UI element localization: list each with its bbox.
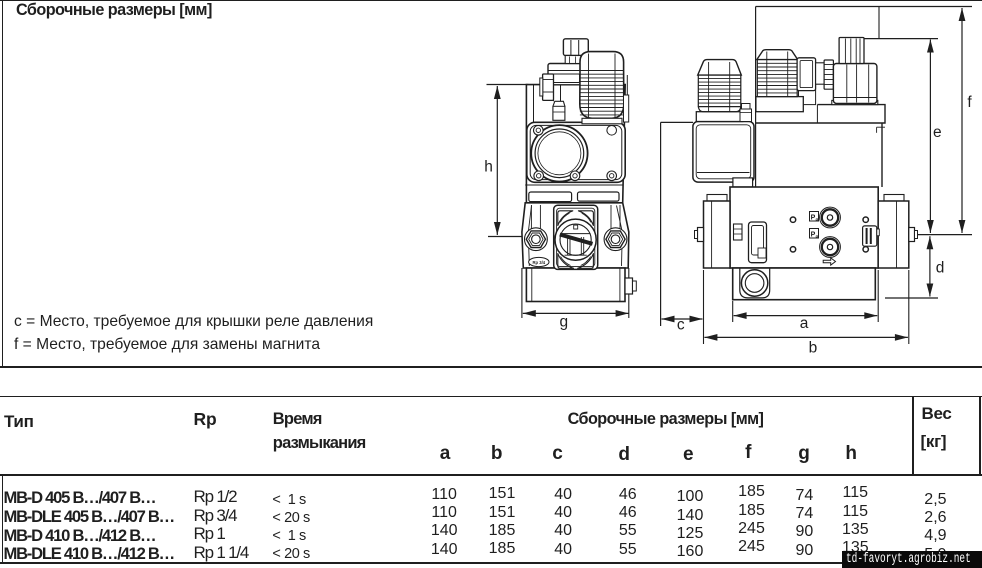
svg-text:g: g <box>559 314 568 331</box>
svg-text:P: P <box>811 214 816 221</box>
svg-text:f: f <box>967 94 972 111</box>
svg-text:e: e <box>933 124 942 141</box>
svg-text:a: a <box>816 234 819 239</box>
svg-text:b: b <box>809 340 818 357</box>
svg-text:P: P <box>811 231 816 238</box>
svg-text:c: c <box>677 317 685 334</box>
svg-text:h: h <box>484 158 493 175</box>
svg-text:a: a <box>800 315 809 332</box>
svg-text:a: a <box>816 217 819 222</box>
svg-text:d: d <box>936 260 945 277</box>
svg-text:Rp 3/4: Rp 3/4 <box>533 260 546 265</box>
